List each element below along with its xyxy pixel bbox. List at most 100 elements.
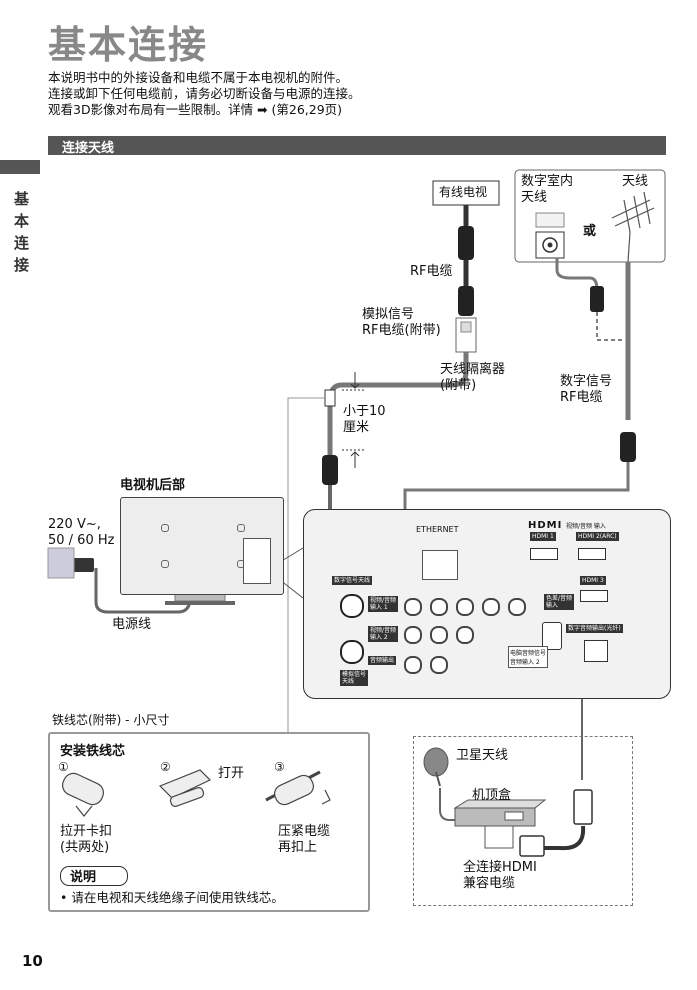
side-tab-char: 本 [14,212,30,230]
analog-rf-label-line: 模拟信号 [362,307,415,322]
digital-antenna-port [340,594,364,618]
indoor-antenna-label-line: 数字室内 [521,174,574,189]
section-title: 连接天线 [62,141,115,156]
pull-clip-line: 拉开卡扣 [60,824,113,839]
hdmi-header: 视频/音频 输入 [566,523,606,530]
power-spec-line: 220 V~, [48,517,101,532]
hdmi3-tag: HDMI 3 [580,576,606,585]
intro-line-3: 观看3D影像对布局有一些限制。详情 ➡ (第26,29页) [48,102,343,117]
page-title: 基本连接 [48,23,209,67]
screw-hole [161,524,169,532]
tv-rear-label: 电视机后部 [120,478,186,493]
vga-port [542,622,562,650]
rf-plug [590,286,604,312]
cable-tv-box [432,180,500,206]
component-tag: 色差/音频 输入 [544,594,575,610]
intro-line-2: 连接或卸下任何电缆前，请务必切断设备与电源的连接。 [48,86,361,101]
set-top-box-icon [453,799,547,849]
wall-outlet [47,547,75,579]
hdmi-plug [519,835,545,857]
av-in2-tag-line: 视频/音频 [370,627,397,634]
power-spec-line: 50 / 60 Hz [48,533,115,548]
intro-text: 本说明书中的外接设备和电缆不属于本电视机的附件。 连接或卸下任何电缆前，请务必切… [48,70,361,118]
tv-connection-panel: ETHERNET HDMI 视频/音频 输入 HDMI 1 HDMI 2(ARC… [303,509,671,699]
step-2-marker: ② [160,760,171,774]
indoor-antenna-label: 数字室内 天线 [521,174,573,206]
pc-audio-tag-line: 音频输入 2 [510,659,540,666]
optical-tag: 数字音频输出(光纤) [566,624,623,633]
optical-port [584,640,608,662]
rca-jack [404,656,422,674]
av-in1-tag: 视频/音频 输入 1 [368,596,399,612]
tv-rear-illustration [120,497,284,595]
digital-rf-cable-label: 数字信号 RF电缆 [560,374,612,406]
section-header-bar [48,136,666,155]
rca-jack [508,598,526,616]
distance-label-line: 小于10 [343,404,386,419]
hdmi-plug [573,789,593,825]
rf-plug [458,286,474,316]
side-tab-marker [0,160,40,174]
pull-clip-label: 拉开卡扣 (共两处) [60,824,112,856]
digital-rf-label-line: 数字信号 [560,374,613,389]
press-cable-line: 压紧电缆 [278,824,331,839]
digital-antenna-tag: 数字信号天线 [332,576,373,585]
rca-jack [456,598,474,616]
power-spec-label: 220 V~, 50 / 60 Hz [48,517,114,549]
intro-line-1: 本说明书中的外接设备和电缆不属于本电视机的附件。 [48,70,349,85]
av-in1-tag-line: 输入 1 [370,604,388,611]
ethernet-port [422,550,458,580]
rf-plug [620,432,636,462]
av-in1-tag-line: 视频/音频 [370,597,397,604]
analog-antenna-tag: 模拟信号 天线 [340,670,369,686]
rca-jack [404,598,422,616]
rca-jack [430,626,448,644]
rf-plug [458,226,474,260]
step-1-marker: ① [58,760,69,774]
isolator-label-line: (附带) [440,378,477,393]
hdmi3-port [580,590,608,602]
hdmi-cable-line: 全连接HDMI [463,860,537,875]
hdmi-cable-line: 兼容电缆 [463,876,516,891]
hdmi-logo: HDMI [528,520,563,531]
hdmi-cable-label: 全连接HDMI 兼容电缆 [463,860,537,892]
note-text: • 请在电视和天线绝缘子间使用铁线芯。 [60,890,284,905]
side-tab-char: 连 [14,234,30,252]
pc-audio-tag-line: 电脑音频信号 [510,650,547,657]
isolator-label: 天线隔离器 (附带) [440,362,505,394]
rca-jack [430,598,448,616]
press-cable-label: 压紧电缆 再扣上 [278,824,330,856]
pull-clip-line: (共两处) [60,840,110,855]
av-in2-tag-line: 输入 2 [370,634,388,641]
ferrite-step-icons [62,769,331,817]
side-tab-char: 接 [14,256,30,274]
distance-label-line: 厘米 [343,420,370,435]
press-cable-line: 再扣上 [278,840,318,855]
analog-antenna-tag-line: 模拟信号 [342,671,367,678]
set-top-box-label: 机顶盒 [472,788,512,803]
rca-jack [482,598,500,616]
rca-jack [404,626,422,644]
step-3-marker: ③ [274,760,285,774]
satellite-dish-icon [423,747,456,821]
hdmi2-port [578,548,606,560]
ferrite-core-marker [324,389,336,407]
note-badge [60,866,128,886]
socket-pin [547,242,553,248]
cable-tv-label: 有线电视 [439,185,488,199]
or-label: 或 [583,224,597,239]
rf-cable-label: RF电缆 [410,264,453,279]
ferrite-install-panel [48,732,370,912]
ferrite-core-label: 铁线芯(附带) - 小尺寸 [52,713,170,727]
isolator-label-line: 天线隔离器 [440,362,506,377]
socket-ring [542,237,558,253]
screw-hole [237,524,245,532]
component-tag-line: 输入 [546,602,559,609]
page-number: 10 [22,952,43,970]
indoor-antenna-label-line: 天线 [521,190,548,205]
pc-audio-tag: 电脑音频信号 音频输入 2 [508,646,549,668]
power-plug [72,558,94,572]
power-cord-label: 电源线 [112,617,152,632]
analog-rf-label-line: RF电缆(附带) [362,323,441,338]
outdoor-antenna-icon [611,191,655,263]
